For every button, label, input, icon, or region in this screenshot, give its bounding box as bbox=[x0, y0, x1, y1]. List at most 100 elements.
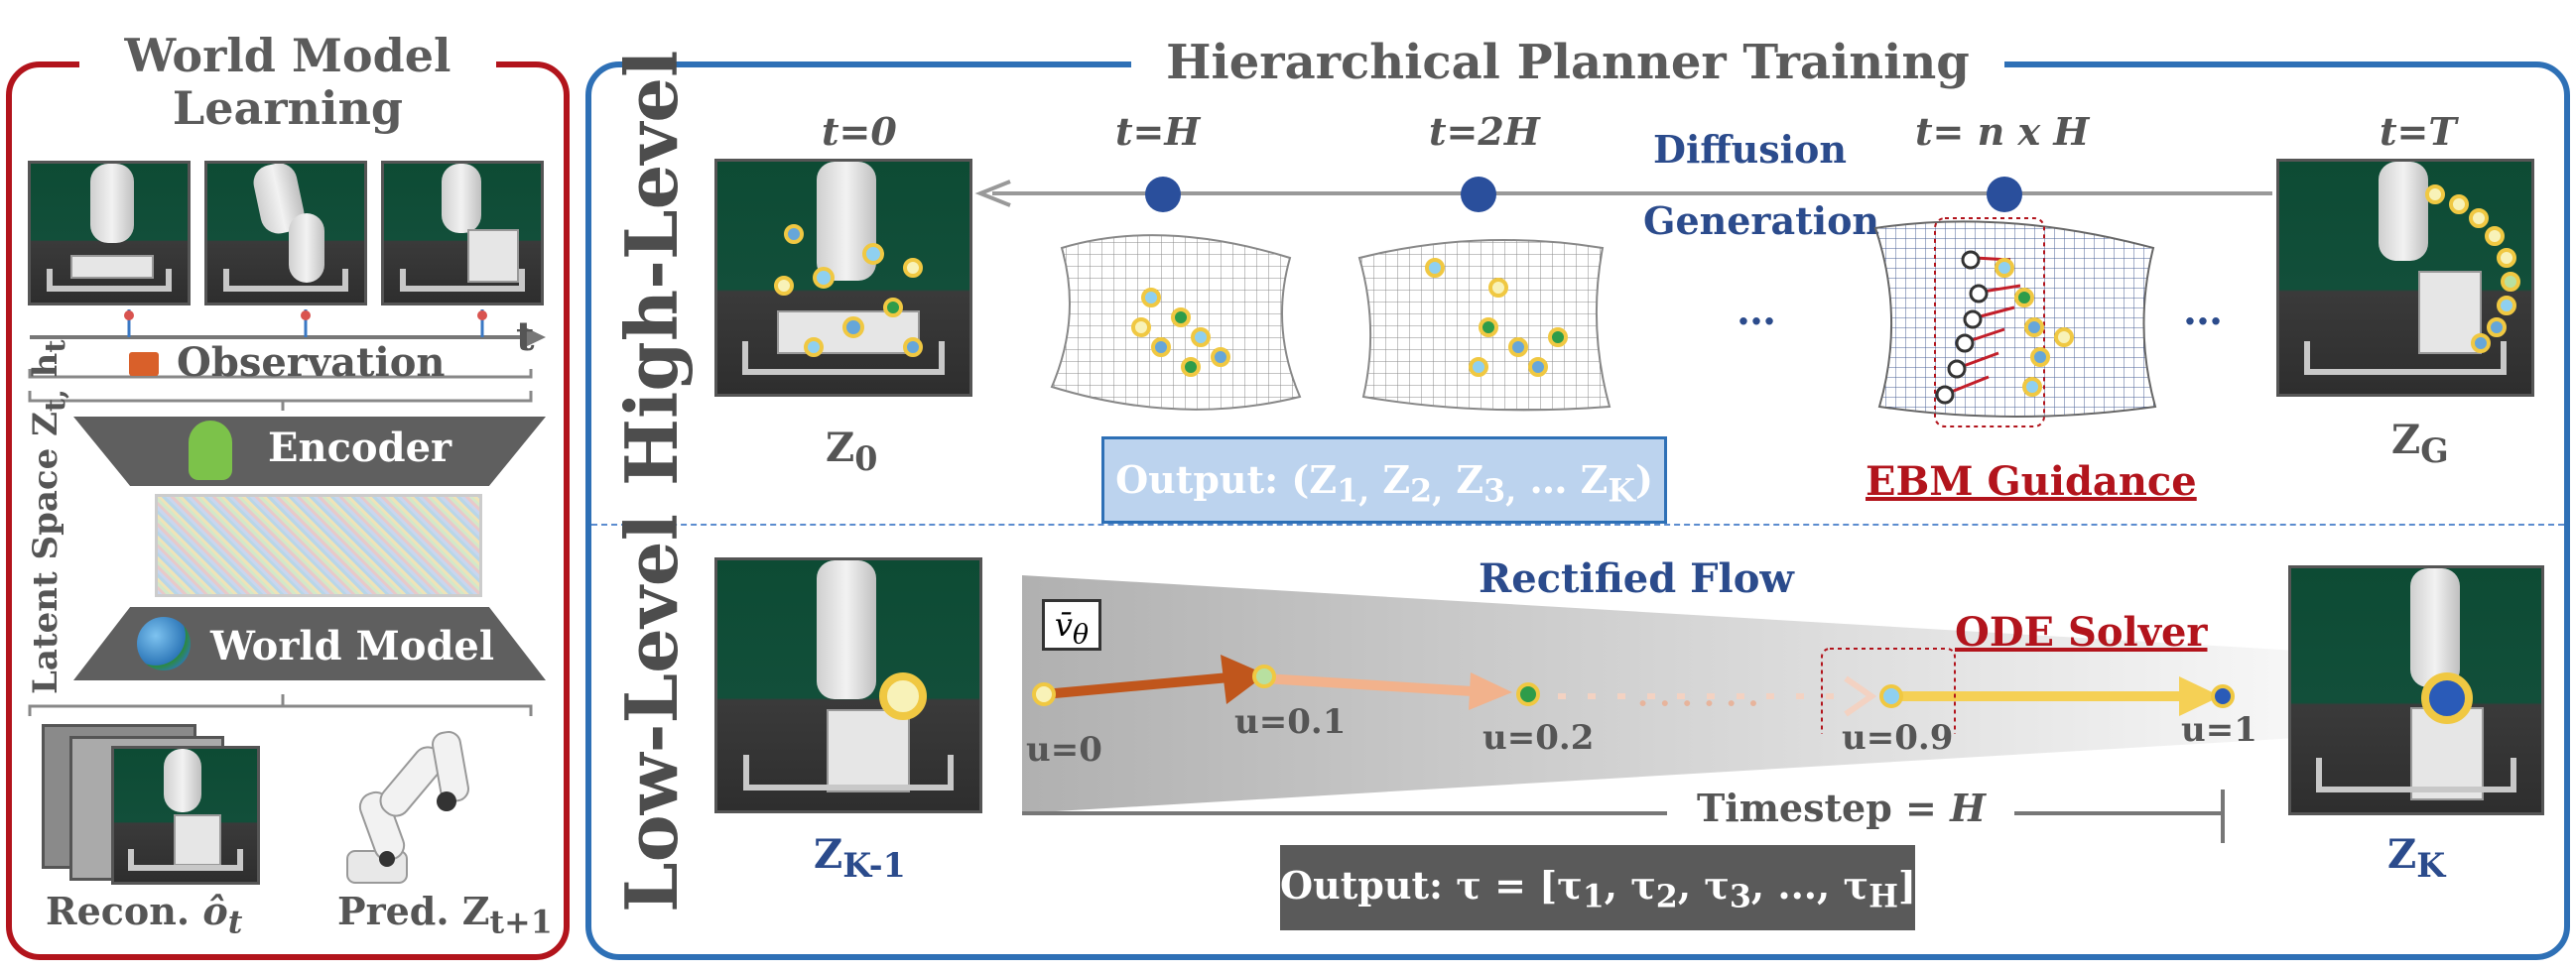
diffusion-arrow bbox=[974, 180, 2272, 207]
hl-out-mid: … Z bbox=[1516, 457, 1609, 502]
flow-dots: · · · · · · bbox=[1637, 684, 1759, 722]
latent-space-text: Latent Space Z bbox=[26, 412, 65, 694]
low-start-scene-image bbox=[714, 557, 982, 813]
high-ellipsis-1: … bbox=[1737, 288, 1776, 334]
observation-frame-2 bbox=[204, 161, 367, 305]
zk-sub: K bbox=[2416, 846, 2446, 885]
velocity-field-icon: v̄θ bbox=[1042, 599, 1101, 651]
observation-frame-3 bbox=[381, 161, 544, 305]
ebm-mesh bbox=[1873, 217, 2157, 427]
v-theta: v̄ bbox=[1054, 606, 1073, 644]
encoder-label: Encoder bbox=[268, 425, 452, 471]
ll-out-m2: , τ bbox=[1604, 863, 1656, 908]
goal-scene-trajectory bbox=[2425, 184, 2520, 353]
zg-main: Z bbox=[2391, 417, 2421, 463]
u02-label: u=0.2 bbox=[1482, 718, 1595, 758]
high-level-label: High-Level bbox=[609, 50, 694, 486]
z0-label: Z0 bbox=[826, 425, 877, 478]
u01-label: u=0.1 bbox=[1234, 702, 1347, 742]
label-t2H: t=2H bbox=[1429, 109, 1540, 154]
latent-sub-t: t, bbox=[37, 389, 71, 413]
recon-frame bbox=[111, 746, 260, 885]
label-tH: t=H bbox=[1115, 109, 1201, 154]
zg-label: ZG bbox=[2391, 417, 2449, 470]
ll-out-m3: , τ bbox=[1677, 863, 1730, 908]
hl-out-s3: 3, bbox=[1483, 472, 1517, 510]
hl-out-sK: K bbox=[1608, 472, 1635, 510]
v-theta-sub: θ bbox=[1073, 619, 1090, 651]
timestep-var: H bbox=[1950, 786, 1986, 830]
observation-bracket-bottom bbox=[28, 391, 533, 411]
timestep-bar bbox=[1022, 790, 2225, 843]
ode-solver-label: ODE Solver bbox=[1955, 609, 2208, 656]
observation-frame-1 bbox=[28, 161, 191, 305]
low-goal-latent bbox=[2421, 672, 2473, 724]
ebm-guidance-label: EBM Guidance bbox=[1866, 458, 2197, 505]
robot-arm-illustration bbox=[346, 731, 469, 884]
u09-label: u=0.9 bbox=[1842, 718, 1954, 758]
diffusion-step-icon-1 bbox=[1145, 177, 1181, 212]
recon-sub: t bbox=[227, 904, 243, 941]
diffusion-line1: Diffusion bbox=[1653, 127, 1848, 172]
flow-arrows bbox=[1032, 648, 2235, 734]
hl-out-suffix: ) bbox=[1634, 457, 1653, 502]
ll-out-sH: H bbox=[1868, 878, 1898, 915]
low-goal-scene-image bbox=[2288, 565, 2544, 815]
latent-mesh-1 bbox=[1050, 234, 1302, 411]
globe-icon bbox=[137, 617, 191, 670]
encoder-mascot-icon bbox=[189, 421, 232, 480]
ll-out-s1: 1 bbox=[1582, 878, 1605, 915]
timestep-text: Timestep = bbox=[1697, 786, 1951, 830]
ll-out-suffix: ] bbox=[1897, 863, 1916, 908]
label-tT: t=T bbox=[2380, 109, 2457, 154]
diffusion-step-icon-2 bbox=[1461, 177, 1496, 212]
u1-label: u=1 bbox=[2181, 710, 2257, 750]
zk1-label: ZK-1 bbox=[814, 831, 906, 885]
output-bracket bbox=[28, 694, 533, 716]
zg-sub: G bbox=[2420, 431, 2449, 470]
encoder-block bbox=[73, 417, 546, 486]
zk-label: ZK bbox=[2387, 831, 2445, 885]
label-tnH: t= n x H bbox=[1915, 109, 2090, 154]
z0-sub: 0 bbox=[854, 439, 878, 478]
recon-math: ô bbox=[202, 889, 228, 933]
latent-h: h bbox=[26, 352, 65, 390]
diffusion-step-icon-3 bbox=[1987, 177, 2022, 212]
zk1-sub: K-1 bbox=[842, 846, 906, 885]
diffusion-line2: Generation bbox=[1643, 198, 1880, 243]
world-model-block-label: World Model bbox=[210, 623, 495, 669]
hl-out-m3: Z bbox=[1443, 457, 1484, 502]
low-level-label: Low-Level bbox=[609, 514, 694, 912]
level-divider bbox=[591, 524, 2564, 526]
ll-out-prefix: Output: τ = [τ bbox=[1280, 863, 1583, 908]
start-scene-latents bbox=[774, 224, 923, 357]
world-model-title-line2: Learning bbox=[172, 80, 404, 135]
zk1-main: Z bbox=[814, 831, 843, 878]
latent-space-label: Latent Space Zt, ht bbox=[26, 340, 71, 695]
ll-out-mid: , ..., τ bbox=[1750, 863, 1869, 908]
time-axis bbox=[30, 309, 546, 349]
goal-scene-image bbox=[2276, 159, 2534, 397]
hl-out-prefix: Output: (Z bbox=[1115, 457, 1338, 502]
ll-out-s2: 2 bbox=[1655, 878, 1678, 915]
zk-main: Z bbox=[2387, 831, 2417, 878]
label-t0: t=0 bbox=[822, 109, 897, 154]
ll-out-s3: 3 bbox=[1729, 878, 1751, 915]
z0-main: Z bbox=[826, 425, 855, 471]
pred-sub: t+1 bbox=[489, 904, 553, 941]
recon-text: Recon. bbox=[46, 889, 191, 933]
high-level-output-box: Output: (Z1, Z2, Z3, … ZK) bbox=[1101, 436, 1667, 524]
world-model-title-line1: World Model bbox=[124, 29, 451, 82]
high-ellipsis-2: … bbox=[2183, 288, 2223, 334]
world-model-title: World Model Learning bbox=[79, 30, 496, 135]
time-axis-label: t bbox=[516, 313, 535, 360]
latent-sub-t2: t bbox=[37, 339, 71, 353]
hl-out-s2: 2, bbox=[1410, 472, 1444, 510]
timestep-label: Timestep = H bbox=[1697, 786, 1986, 830]
pred-label: Pred. Zt+1 bbox=[337, 889, 553, 941]
recon-label: Recon. ôt bbox=[46, 889, 242, 941]
observation-label: Observation bbox=[177, 339, 446, 386]
hl-out-m2: Z bbox=[1369, 457, 1411, 502]
latent-space-noise bbox=[155, 494, 482, 597]
rectified-flow-label: Rectified Flow bbox=[1479, 555, 1794, 602]
